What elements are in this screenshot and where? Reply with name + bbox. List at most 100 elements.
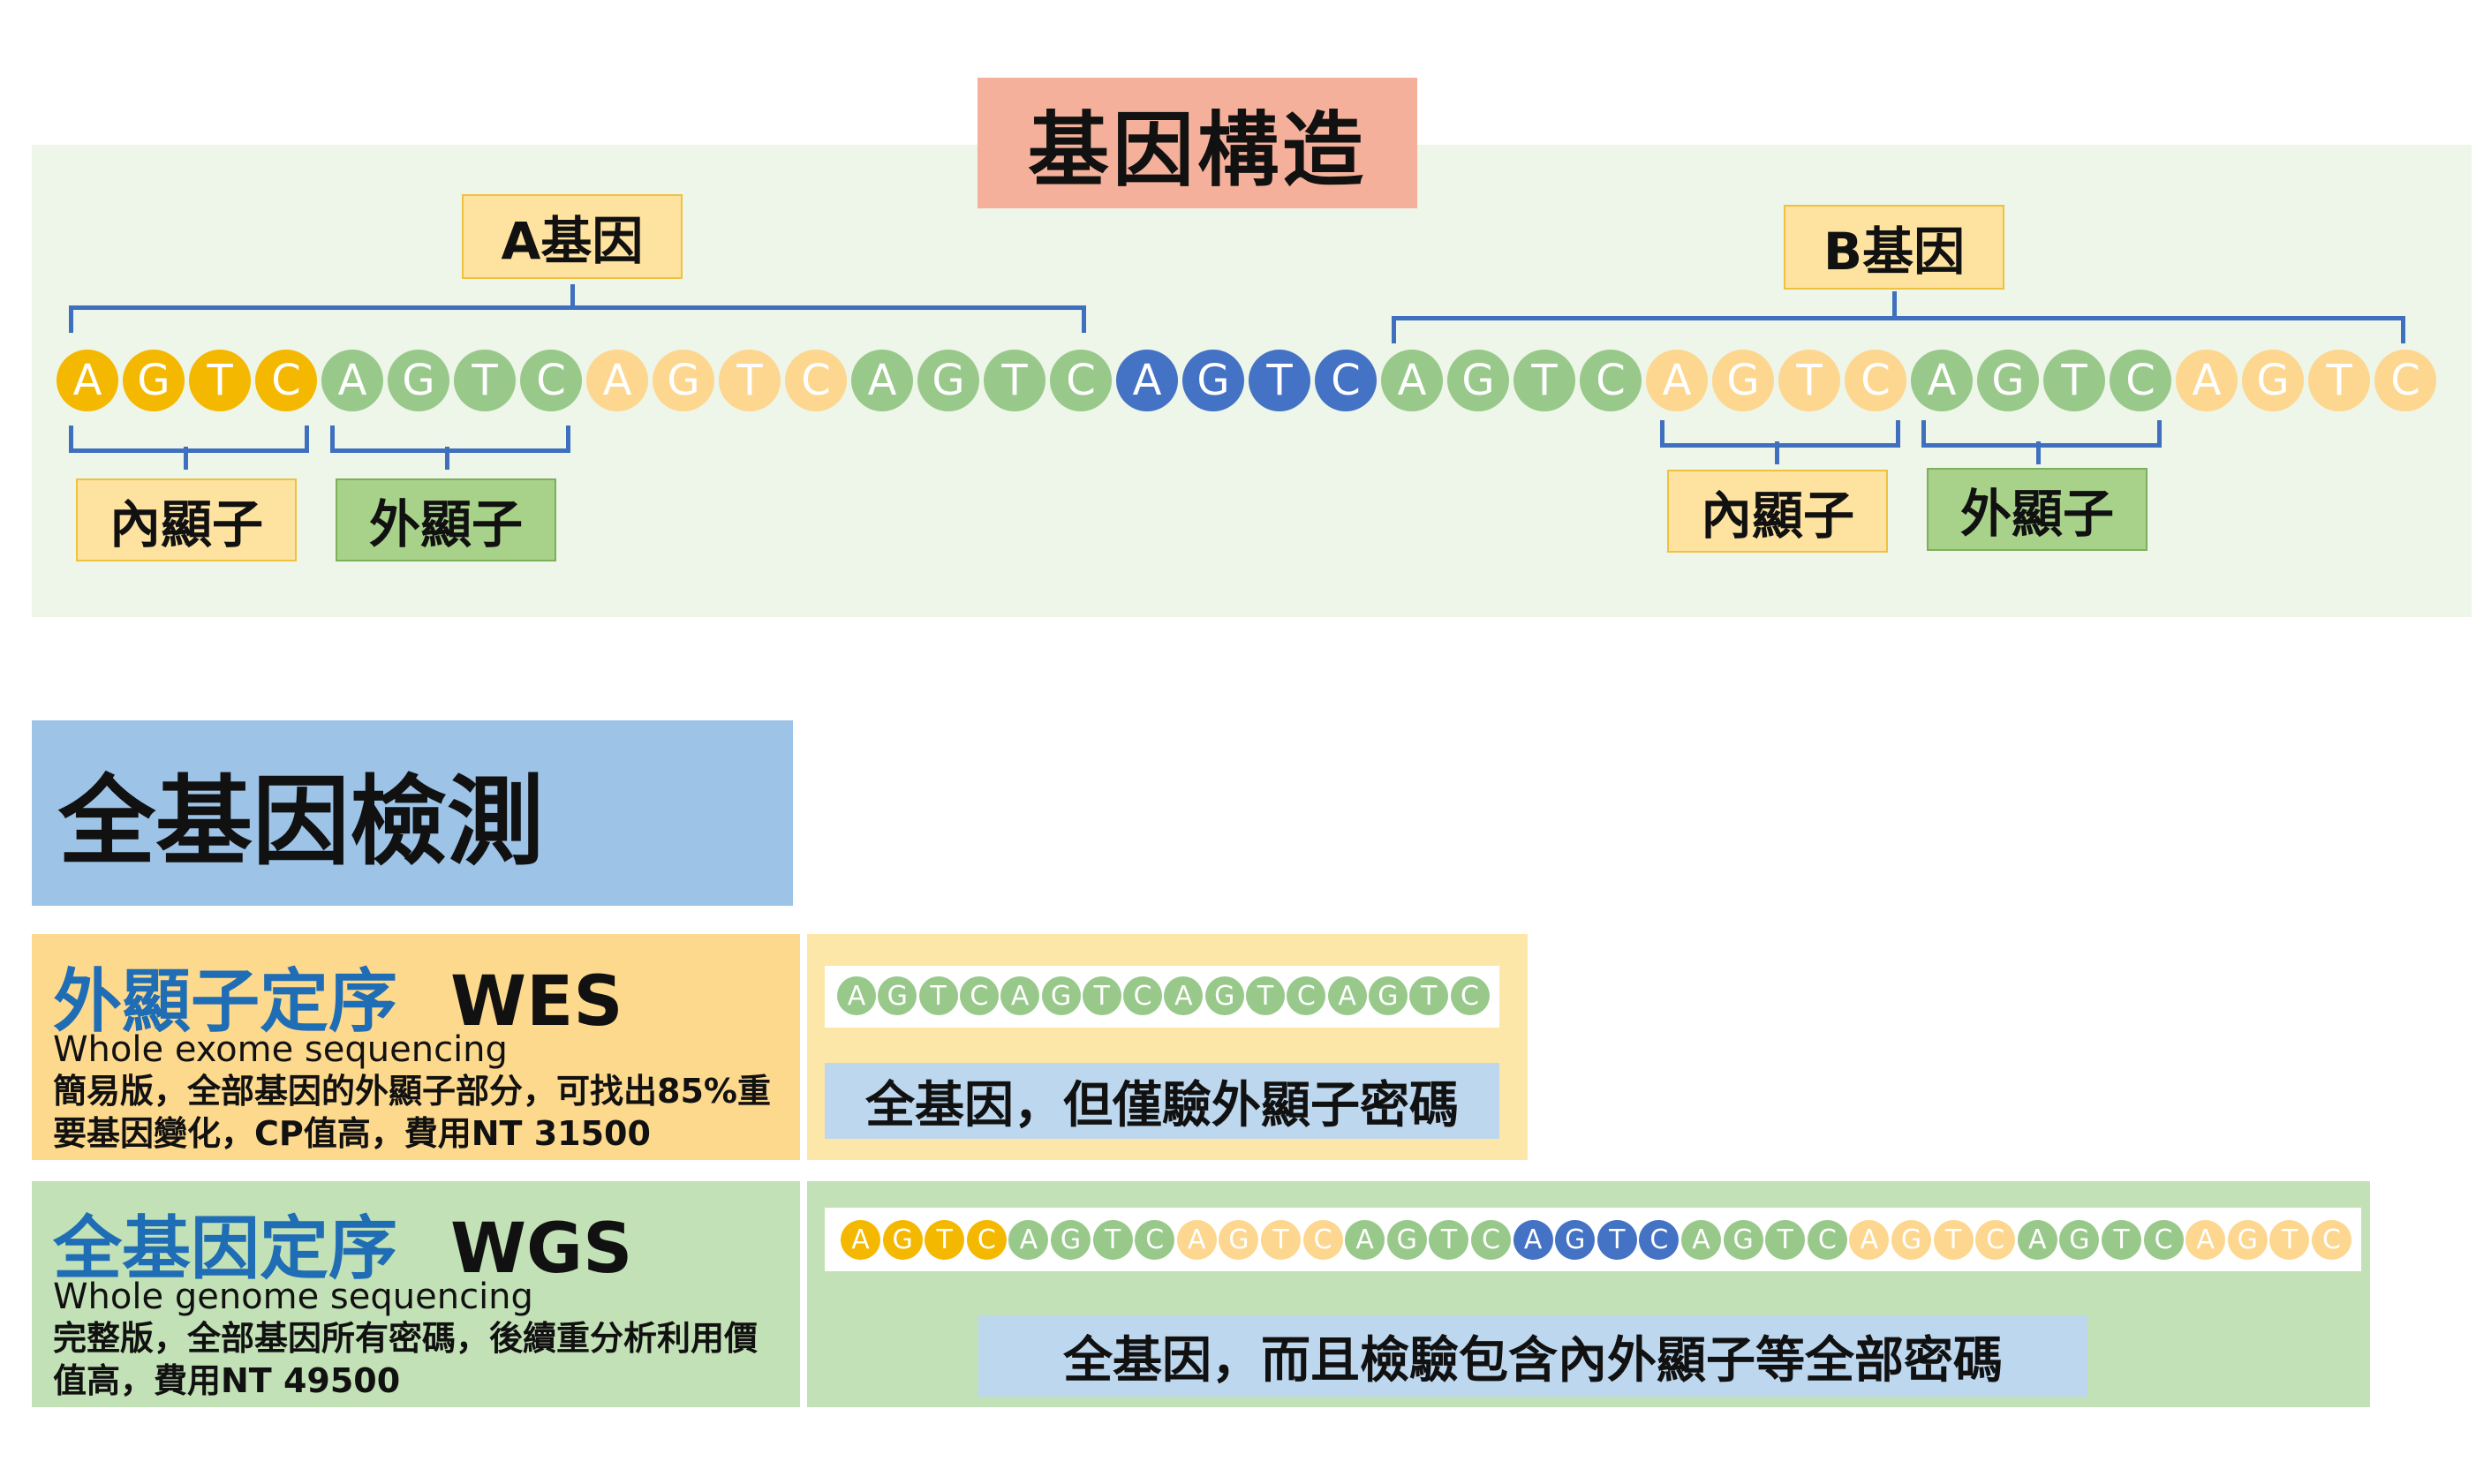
wgs-base-c-31: C	[2143, 1220, 2184, 1260]
main-base-a-32: A	[2176, 350, 2238, 411]
exon-b-bracket	[1921, 420, 2162, 448]
wgs-base-a-24: A	[1849, 1220, 1890, 1260]
wgs-base-t-6: T	[1092, 1220, 1133, 1260]
intron-b-bracket	[1660, 420, 1900, 448]
wgs-note: 全基因，而且檢驗包含內外顯子等全部密碼	[978, 1315, 2087, 1397]
wgs-info-box: 全基因定序 WGS Whole genome sequencing 完整版，全部基…	[32, 1181, 800, 1407]
main-base-a-16: A	[1116, 350, 1178, 411]
exon-a-bracket	[330, 426, 570, 453]
wgs-base-a-28: A	[2017, 1220, 2057, 1260]
main-base-t-14: T	[984, 350, 1045, 411]
wes-description: 簡易版，全部基因的外顯子部分，可找出85%重 要基因變化，CP值高，費用NT 3…	[53, 1070, 812, 1155]
wes-description-line-2: 要基因變化，CP值高，費用NT 31500	[53, 1114, 651, 1153]
wgs-description-line-1: 完整版，全部基因所有密碼，後續重分析利用價	[53, 1319, 759, 1358]
wgs-base-a-32: A	[2185, 1220, 2226, 1260]
main-base-t-2: T	[189, 350, 251, 411]
wgs-base-g-21: G	[1723, 1220, 1763, 1260]
main-base-g-25: G	[1712, 350, 1774, 411]
wgs-base-c-7: C	[1135, 1220, 1175, 1260]
wes-base-t-2: T	[918, 976, 958, 1015]
wgs-base-g-1: G	[882, 1220, 923, 1260]
main-base-g-9: G	[653, 350, 714, 411]
wes-title-zh: 外顯子定序	[53, 962, 398, 1042]
wes-base-a-8: A	[1164, 976, 1204, 1015]
wgs-base-t-14: T	[1429, 1220, 1469, 1260]
wgs-base-c-35: C	[2312, 1220, 2351, 1260]
exon-label-b: 外顯子	[1927, 468, 2148, 551]
wes-base-a-12: A	[1327, 976, 1367, 1015]
main-base-g-13: G	[917, 350, 979, 411]
wgs-base-g-5: G	[1051, 1220, 1091, 1260]
exon-b-bracket-stem	[2036, 441, 2041, 464]
wgs-description-line-2: 值高，費用NT 49500	[53, 1361, 401, 1400]
wgs-base-c-19: C	[1639, 1220, 1680, 1260]
wgs-base-a-16: A	[1513, 1220, 1553, 1260]
main-base-a-4: A	[321, 350, 383, 411]
wgs-base-a-12: A	[1345, 1220, 1385, 1260]
wgs-base-a-4: A	[1008, 1220, 1049, 1260]
wgs-base-g-17: G	[1555, 1220, 1596, 1260]
wes-base-c-3: C	[959, 976, 999, 1015]
wgs-base-a-8: A	[1176, 1220, 1217, 1260]
main-base-g-33: G	[2242, 350, 2304, 411]
wes-base-g-1: G	[878, 976, 917, 1015]
main-base-c-15: C	[1050, 350, 1112, 411]
wes-title-en: WES	[450, 962, 623, 1042]
wgs-title-en: WGS	[450, 1209, 633, 1289]
main-base-c-31: C	[2110, 350, 2171, 411]
main-base-c-11: C	[785, 350, 847, 411]
main-base-t-18: T	[1249, 350, 1310, 411]
main-base-c-7: C	[520, 350, 582, 411]
main-base-c-19: C	[1315, 350, 1377, 411]
exon-label-a: 外顯子	[336, 478, 556, 561]
main-base-t-34: T	[2308, 350, 2370, 411]
main-base-t-10: T	[719, 350, 781, 411]
main-base-t-6: T	[454, 350, 516, 411]
main-base-g-5: G	[388, 350, 449, 411]
main-base-t-22: T	[1513, 350, 1575, 411]
wgs-base-t-18: T	[1597, 1220, 1637, 1260]
wes-base-t-10: T	[1246, 976, 1285, 1015]
wgs-title: 全基因定序 WGS	[53, 1194, 632, 1292]
full-gene-testing-title: 全基因檢測	[32, 720, 793, 906]
wgs-base-c-27: C	[1975, 1220, 2016, 1260]
wgs-description: 完整版，全部基因所有密碼，後續重分析利用價 值高，費用NT 49500	[53, 1317, 812, 1402]
wes-base-a-4: A	[1000, 976, 1040, 1015]
main-base-c-23: C	[1580, 350, 1642, 411]
gene-b-label: B基因	[1784, 205, 2004, 290]
main-base-a-0: A	[57, 350, 118, 411]
wgs-base-t-30: T	[2102, 1220, 2141, 1260]
wgs-title-zh: 全基因定序	[53, 1209, 398, 1289]
main-base-t-30: T	[2043, 350, 2105, 411]
wes-base-c-15: C	[1450, 976, 1490, 1015]
gene-b-bracket	[1392, 316, 2405, 343]
wgs-base-g-13: G	[1386, 1220, 1427, 1260]
main-base-a-20: A	[1381, 350, 1443, 411]
main-base-a-24: A	[1646, 350, 1708, 411]
wgs-base-c-3: C	[966, 1220, 1007, 1260]
wgs-base-c-15: C	[1471, 1220, 1511, 1260]
wgs-subtitle: Whole genome sequencing	[53, 1277, 533, 1317]
wgs-base-g-29: G	[2059, 1220, 2100, 1260]
gene-b-bracket-stem	[1892, 291, 1897, 318]
wgs-base-g-33: G	[2227, 1220, 2268, 1260]
main-base-t-26: T	[1778, 350, 1840, 411]
main-base-a-12: A	[851, 350, 913, 411]
wes-base-g-5: G	[1041, 976, 1081, 1015]
wes-base-g-9: G	[1204, 976, 1244, 1015]
wgs-base-a-20: A	[1681, 1220, 1721, 1260]
wes-base-g-13: G	[1368, 976, 1408, 1015]
wes-base-c-7: C	[1123, 976, 1163, 1015]
wgs-base-c-23: C	[1807, 1220, 1847, 1260]
main-base-g-17: G	[1182, 350, 1244, 411]
gene-a-bracket	[69, 305, 1086, 333]
wes-subtitle: Whole exome sequencing	[53, 1029, 508, 1070]
wgs-base-c-11: C	[1302, 1220, 1343, 1260]
wes-base-t-6: T	[1082, 976, 1121, 1015]
wgs-base-g-25: G	[1891, 1220, 1931, 1260]
gene-structure-title: 基因構造	[978, 78, 1417, 208]
wes-base-t-14: T	[1409, 976, 1449, 1015]
wgs-base-t-2: T	[925, 1220, 965, 1260]
wgs-base-g-9: G	[1219, 1220, 1259, 1260]
intron-a-bracket-stem	[184, 447, 188, 470]
